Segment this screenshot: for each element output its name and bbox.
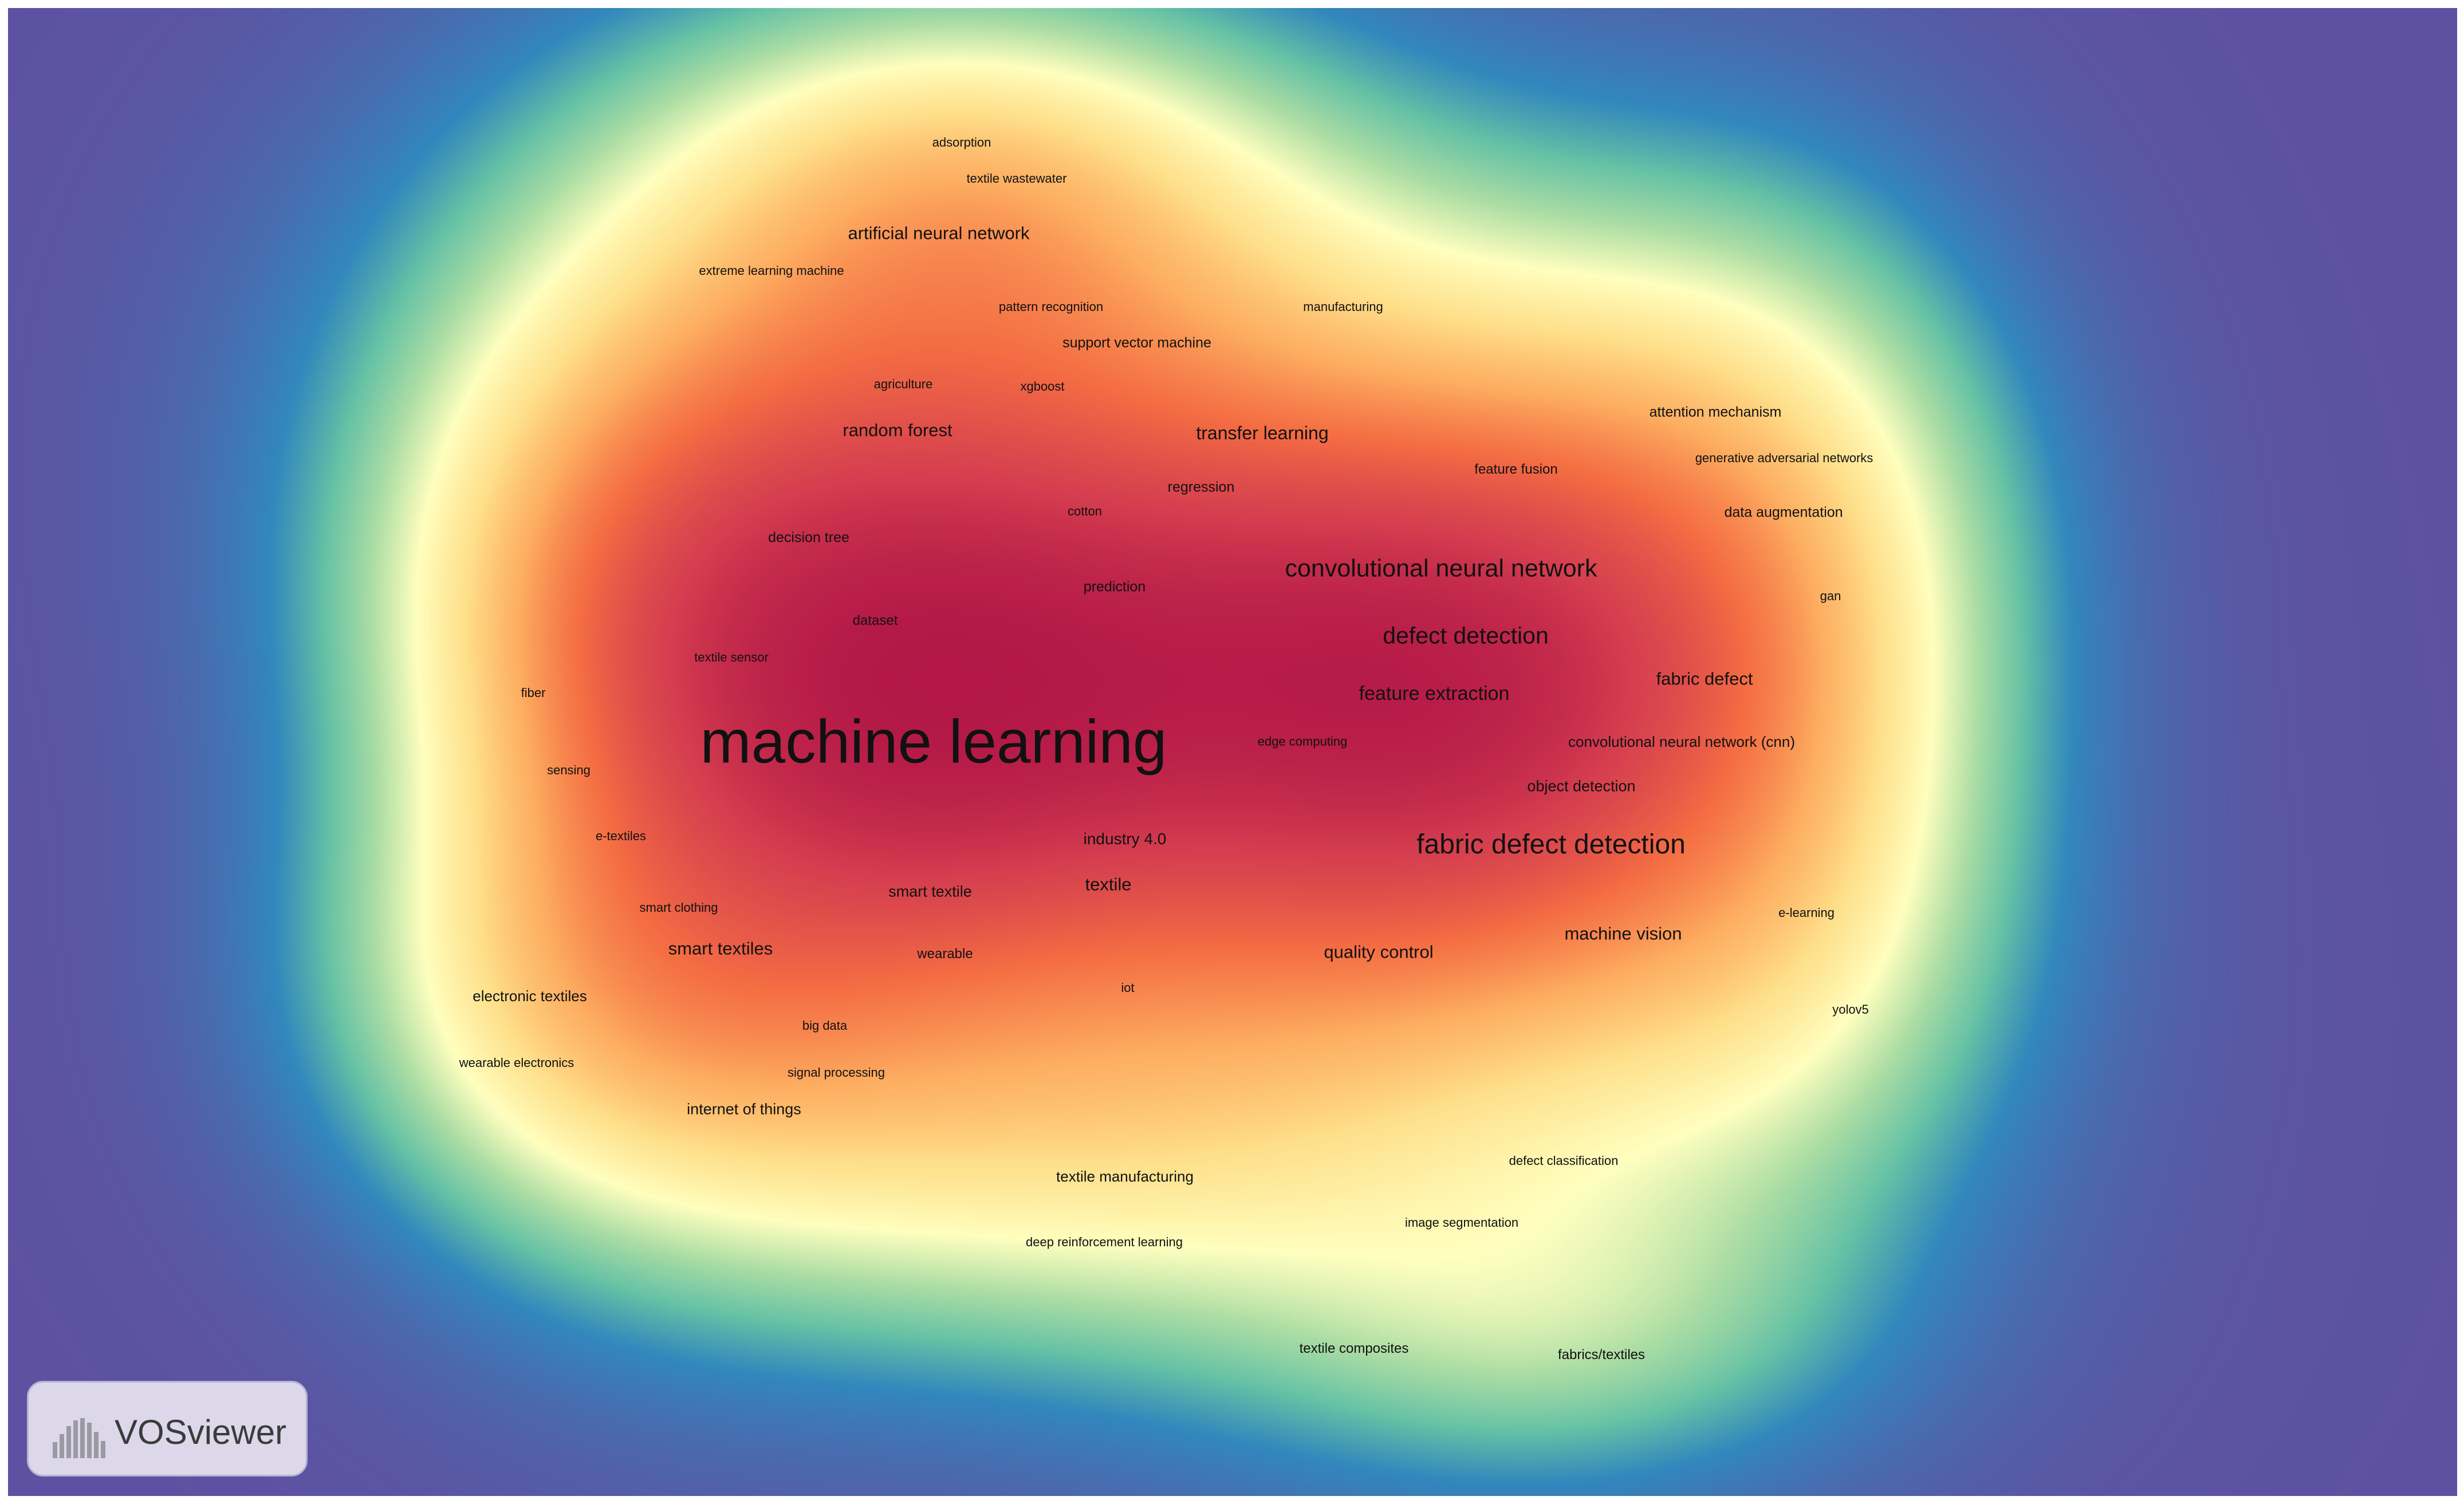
keyword-deep-reinforcement-learning[interactable]: deep reinforcement learning bbox=[1026, 1235, 1183, 1249]
keyword-data-augmentation[interactable]: data augmentation bbox=[1724, 504, 1843, 521]
keyword-random-forest[interactable]: random forest bbox=[843, 420, 952, 440]
keyword-wearable-electronics[interactable]: wearable electronics bbox=[459, 1056, 574, 1070]
keyword-xgboost[interactable]: xgboost bbox=[1020, 379, 1065, 393]
keyword-object-detection[interactable]: object detection bbox=[1527, 777, 1636, 795]
keyword-smart-textile[interactable]: smart textile bbox=[888, 883, 972, 900]
keyword-textile-composites[interactable]: textile composites bbox=[1299, 1341, 1409, 1356]
keyword-textile-sensor[interactable]: textile sensor bbox=[694, 650, 769, 664]
keyword-fabric-defect-detection[interactable]: fabric defect detection bbox=[1416, 829, 1686, 860]
keyword-textile-manufacturing[interactable]: textile manufacturing bbox=[1056, 1168, 1194, 1185]
keyword-agriculture[interactable]: agriculture bbox=[873, 377, 933, 391]
keyword-signal-processing[interactable]: signal processing bbox=[788, 1065, 885, 1080]
keyword-gan[interactable]: gan bbox=[1820, 589, 1841, 603]
keyword-decision-tree[interactable]: decision tree bbox=[768, 529, 849, 546]
keyword-attention-mechanism[interactable]: attention mechanism bbox=[1649, 404, 1782, 420]
keyword-transfer-learning[interactable]: transfer learning bbox=[1196, 423, 1329, 443]
keyword-artificial-neural-network[interactable]: artificial neural network bbox=[848, 223, 1030, 243]
vosviewer-badge: VOSviewer bbox=[27, 1381, 308, 1477]
keyword-electronic-textiles[interactable]: electronic textiles bbox=[473, 987, 587, 1005]
keyword-smart-clothing[interactable]: smart clothing bbox=[639, 900, 718, 915]
keyword-quality-control[interactable]: quality control bbox=[1324, 942, 1434, 962]
keyword-regression[interactable]: regression bbox=[1167, 479, 1235, 495]
keyword-textile[interactable]: textile bbox=[1085, 874, 1132, 895]
keyword-fabrics-textiles[interactable]: fabrics/textiles bbox=[1557, 1347, 1646, 1363]
density-heatmap bbox=[8, 8, 2457, 1496]
keyword-internet-of-things[interactable]: internet of things bbox=[687, 1100, 801, 1118]
keyword-e-textiles[interactable]: e-textiles bbox=[595, 829, 647, 843]
keyword-adsorption[interactable]: adsorption bbox=[932, 135, 991, 149]
keyword-big-data[interactable]: big data bbox=[802, 1018, 848, 1033]
keyword-sensing[interactable]: sensing bbox=[547, 763, 591, 777]
keyword-yolov5[interactable]: yolov5 bbox=[1832, 1002, 1869, 1017]
keyword-edge-computing[interactable]: edge computing bbox=[1257, 734, 1348, 749]
keyword-feature-extraction[interactable]: feature extraction bbox=[1359, 683, 1510, 704]
keyword-machine-learning[interactable]: machine learning bbox=[700, 707, 1167, 776]
keyword-image-segmentation[interactable]: image segmentation bbox=[1404, 1215, 1519, 1230]
keyword-extreme-learning-machine[interactable]: extreme learning machine bbox=[699, 263, 844, 278]
keyword-wearable[interactable]: wearable bbox=[917, 946, 973, 962]
keyword-defect-detection[interactable]: defect detection bbox=[1383, 622, 1549, 649]
keyword-machine-vision[interactable]: machine vision bbox=[1564, 923, 1682, 944]
keyword-generative-adversarial-networks[interactable]: generative adversarial networks bbox=[1695, 451, 1873, 465]
keyword-support-vector-machine[interactable]: support vector machine bbox=[1062, 334, 1211, 351]
keyword-fabric-defect[interactable]: fabric defect bbox=[1656, 668, 1753, 689]
keyword-smart-textiles[interactable]: smart textiles bbox=[668, 938, 773, 959]
keyword-iot[interactable]: iot bbox=[1121, 981, 1135, 995]
keyword-fiber[interactable]: fiber bbox=[521, 686, 546, 700]
vosviewer-wordmark: VOSviewer bbox=[115, 1413, 287, 1451]
keyword-manufacturing[interactable]: manufacturing bbox=[1303, 300, 1383, 314]
keyword-e-learning[interactable]: e-learning bbox=[1778, 905, 1835, 920]
keyword-cotton[interactable]: cotton bbox=[1068, 504, 1102, 518]
vosviewer-logo-icon bbox=[53, 1418, 105, 1458]
keyword-prediction[interactable]: prediction bbox=[1083, 578, 1146, 595]
keyword-industry-4-0[interactable]: industry 4.0 bbox=[1083, 830, 1167, 848]
keyword-convolutional-neural-network-cnn[interactable]: convolutional neural network (cnn) bbox=[1568, 733, 1795, 750]
keyword-feature-fusion[interactable]: feature fusion bbox=[1474, 462, 1558, 477]
keyword-defect-classification[interactable]: defect classification bbox=[1509, 1153, 1619, 1168]
keyword-convolutional-neural-network[interactable]: convolutional neural network bbox=[1285, 554, 1597, 582]
keyword-dataset[interactable]: dataset bbox=[852, 613, 898, 628]
density-visualization[interactable]: machine learning fabric defect detection c… bbox=[8, 8, 2457, 1496]
keyword-textile-wastewater[interactable]: textile wastewater bbox=[966, 171, 1067, 186]
keyword-pattern-recognition[interactable]: pattern recognition bbox=[998, 300, 1104, 314]
